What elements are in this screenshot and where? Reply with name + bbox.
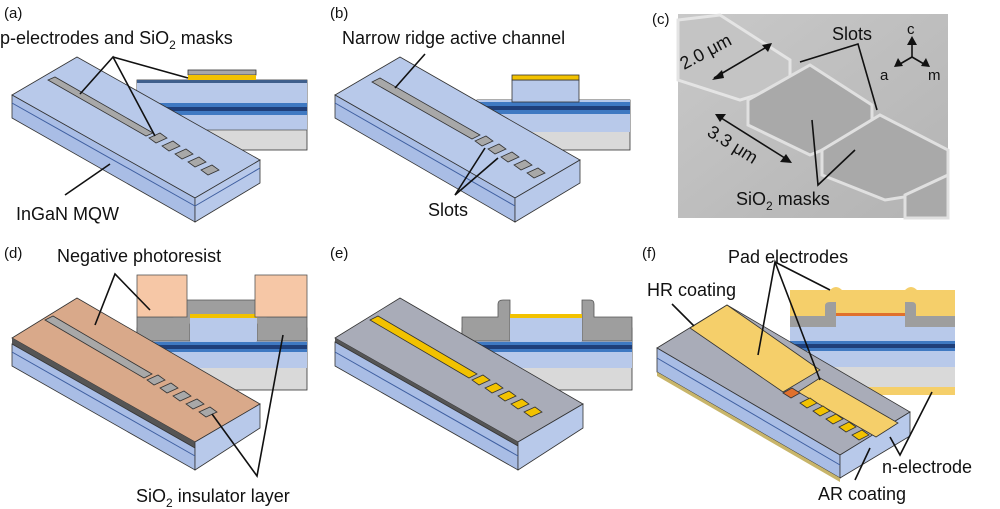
panel-f-label-ar: AR coating (818, 484, 906, 504)
panel-f-tag: (f) (642, 245, 656, 262)
panel-f: (f) Pad electrodes HR coating (642, 245, 972, 504)
panel-d-tag: (d) (4, 245, 22, 262)
panel-d-cross-section (136, 274, 308, 391)
panel-a: (a) p-electrodes and SiO2 masks (0, 5, 308, 224)
panel-e-tag: (e) (330, 245, 348, 262)
axis-a-label: a (880, 67, 889, 84)
panel-f-chip (656, 304, 911, 482)
panel-b: (b) Narrow ridge active channel Slots (330, 5, 631, 223)
panel-b-chip (334, 56, 581, 223)
panel-c: (c) 2.0 μm 3.3 μm Slots SiO2 masks c a (652, 11, 950, 220)
panel-d: (d) Negative photoresist (4, 245, 308, 509)
panel-e: (e) (330, 245, 633, 471)
panel-f-label-pad: Pad electrodes (728, 247, 848, 267)
panel-a-chip (11, 56, 261, 223)
panel-b-label-top: Narrow ridge active channel (342, 28, 565, 48)
panel-a-label-mqw: InGaN MQW (16, 204, 119, 224)
dim-arrow-3um (717, 115, 789, 161)
panel-b-label-slots: Slots (428, 200, 468, 220)
panel-f-label-n: n-electrode (882, 457, 972, 477)
panel-e-chip (334, 297, 584, 471)
panel-f-label-hr: HR coating (647, 280, 736, 300)
panel-c-tag: (c) (652, 11, 670, 28)
sem-label-slots: Slots (832, 24, 872, 44)
axis-c-label: c (907, 21, 915, 38)
axis-m-label: m (928, 67, 941, 84)
panel-a-tag: (a) (4, 5, 22, 22)
dim-arrow-2um (713, 44, 771, 79)
panel-a-label-top: p-electrodes and SiO2 masks (0, 28, 233, 52)
sem-label-masks: SiO2 masks (736, 189, 830, 213)
panel-b-tag: (b) (330, 5, 348, 22)
panel-d-label-bottom: SiO2 insulator layer (136, 486, 290, 509)
panel-d-label-top: Negative photoresist (57, 246, 221, 266)
panel-d-chip (11, 297, 261, 471)
crystal-axes-icon: c a m (880, 21, 941, 84)
